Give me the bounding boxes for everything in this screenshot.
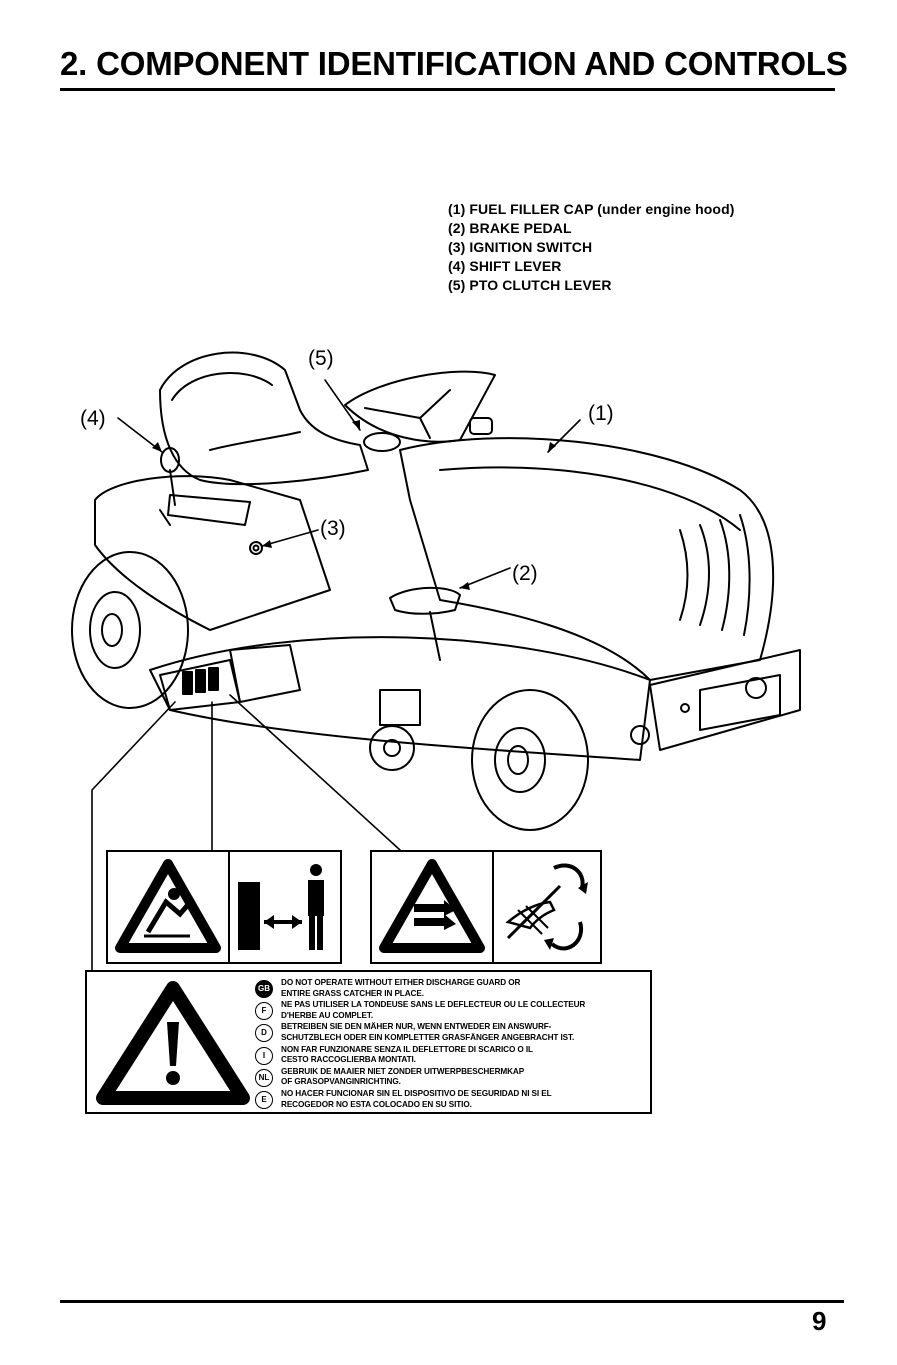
safety-pictogram-left	[106, 850, 342, 964]
warning-entry-gb: GB DO NOT OPERATE WITHOUT EITHER DISCHAR…	[255, 978, 585, 999]
language-badge: E	[255, 1090, 273, 1109]
warning-entry-i: I NON FAR FUNZIONARE SENZA IL DEFLETTORE…	[255, 1045, 585, 1066]
language-badge: F	[255, 1002, 273, 1021]
rear-fender-drawing	[94, 447, 331, 631]
legend-item-shift-lever: (4) SHIFT LEVER	[448, 258, 562, 274]
steering-wheel-drawing	[344, 370, 496, 452]
exclamation-warning-icon	[96, 981, 250, 1105]
front-wheel-drawing	[471, 689, 589, 831]
callout-leaders	[117, 379, 581, 589]
warning-triangle-icon	[115, 859, 221, 953]
safety-pictogram-right	[370, 850, 602, 964]
rear-wheel-drawing	[71, 551, 189, 709]
legend-item-brake-pedal: (2) BRAKE PEDAL	[448, 220, 572, 236]
callout-label-4: (4)	[80, 407, 106, 430]
rotating-blade-hand-icon	[505, 863, 588, 951]
keep-distance-icon	[238, 864, 324, 950]
callout-label-2: (2)	[512, 562, 538, 585]
decal-leaders	[91, 694, 401, 970]
warning-entry-nl: NL GEBRUIK DE MAAIER NIET ZONDER UITWERP…	[255, 1067, 585, 1088]
warning-triangle-icon	[379, 859, 485, 953]
warning-entry-d: D BETREIBEN SIE DEN MÄHER NUR, WENN ENTW…	[255, 1022, 585, 1043]
deck-gauge-wheel-drawing	[369, 725, 415, 771]
mower-deck-drawing	[149, 636, 651, 761]
front-bumper-drawing	[630, 649, 801, 751]
language-badge: NL	[255, 1068, 273, 1087]
warning-entry-f: F NE PAS UTILISER LA TONDEUSE SANS LE DE…	[255, 1000, 585, 1021]
brake-pedal-drawing	[389, 586, 461, 661]
engine-hood-drawing	[399, 437, 775, 681]
page-title: 2. COMPONENT IDENTIFICATION AND CONTROLS	[60, 44, 848, 91]
callout-label-3: (3)	[320, 517, 346, 540]
legend-item-fuel-filler-cap: (1) FUEL FILLER CAP (under engine hood)	[448, 201, 735, 217]
component-legend: (1) FUEL FILLER CAP (under engine hood) …	[448, 200, 734, 295]
legend-item-ignition-switch: (3) IGNITION SWITCH	[448, 239, 593, 255]
mower-illustration: (4) (5) (1) (3) (2)	[71, 347, 801, 970]
warning-entry-e: E NO HACER FUNCIONAR SIN EL DISPOSITIVO …	[255, 1089, 585, 1110]
warning-text-list: GB DO NOT OPERATE WITHOUT EITHER DISCHAR…	[255, 978, 585, 1111]
language-badge: I	[255, 1046, 273, 1065]
seat-drawing	[159, 351, 369, 486]
footer-rule	[60, 1300, 844, 1303]
language-badge: GB	[255, 980, 273, 998]
callout-arrowheads	[152, 420, 556, 590]
warning-decal-panel: GB DO NOT OPERATE WITHOUT EITHER DISCHAR…	[85, 970, 652, 1114]
page-number: 9	[812, 1306, 827, 1336]
legend-item-pto-clutch-lever: (5) PTO CLUTCH LEVER	[448, 277, 612, 293]
language-badge: D	[255, 1024, 273, 1043]
callout-label-5: (5)	[308, 347, 334, 370]
callout-label-1: (1)	[588, 402, 614, 425]
